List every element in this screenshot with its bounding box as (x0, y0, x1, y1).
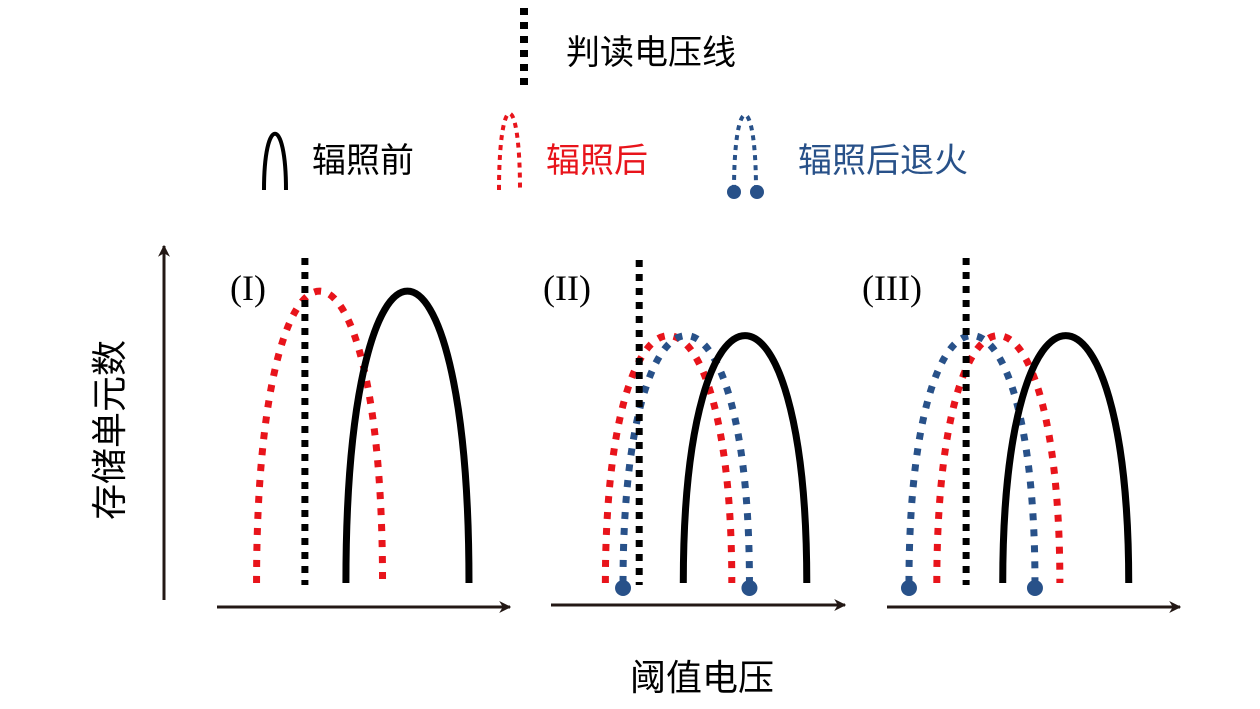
annealed-end-dot (615, 580, 632, 596)
y-axis-title: 存储单元数 (90, 340, 131, 520)
curve-after (253, 287, 387, 584)
curve-before (342, 287, 473, 584)
panel-2: (II) (543, 260, 847, 611)
legend-annealed-dot-right-icon (750, 185, 764, 199)
legend: 判读电压线 辐照前 辐照后 辐照后退火 (262, 8, 968, 199)
x-axis-title: 阈值电压 (630, 658, 774, 699)
curve-before (999, 332, 1133, 584)
panel-3: (III) (862, 258, 1182, 613)
curve-before (679, 332, 811, 584)
panel-label: (III) (862, 268, 922, 308)
panel-label: (II) (543, 268, 591, 308)
curve-annealed (905, 332, 1039, 584)
legend-annealed-dot-left-icon (727, 185, 741, 199)
legend-after-label: 辐照后 (546, 141, 648, 181)
legend-annealed-icon (732, 113, 758, 191)
panel-1: (I) (217, 258, 512, 613)
legend-read-voltage-label: 判读电压线 (566, 33, 736, 73)
legend-before-icon (262, 131, 288, 191)
legend-before-label: 辐照前 (312, 141, 414, 181)
annealed-end-dot (741, 580, 758, 596)
panels: (I) (II) (III) (217, 258, 1182, 613)
annealed-end-dot (900, 580, 917, 596)
legend-after-icon (497, 111, 522, 191)
panel-label: (I) (230, 268, 266, 308)
legend-annealed-label: 辐照后退火 (798, 141, 968, 181)
annealed-end-dot (1026, 580, 1043, 596)
curve-after (933, 332, 1064, 584)
